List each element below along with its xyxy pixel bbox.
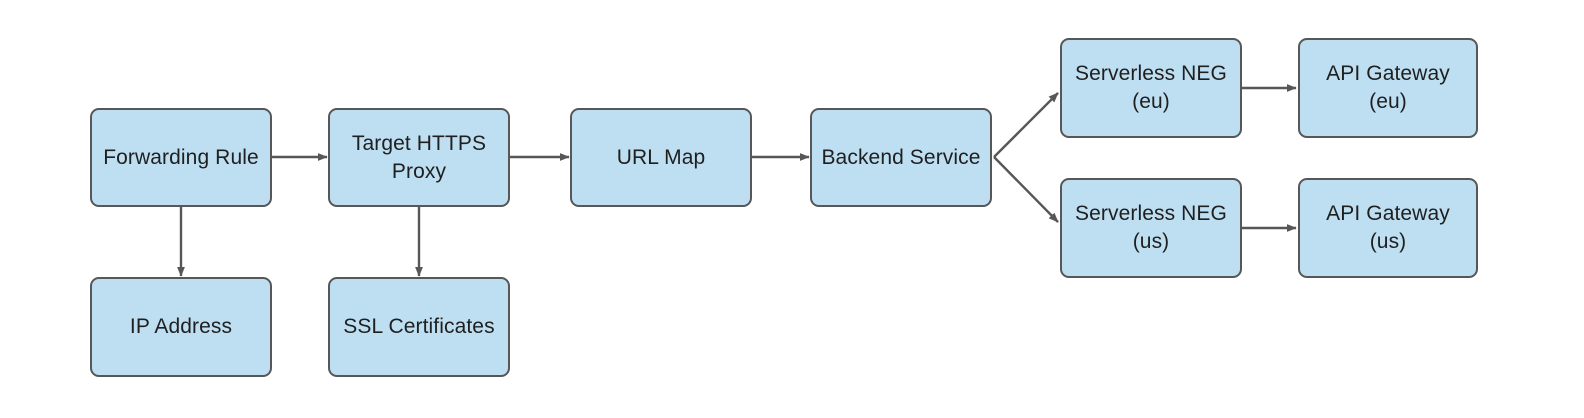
node-forwarding-rule[interactable]: Forwarding Rule xyxy=(90,108,272,207)
node-label: IP Address xyxy=(129,315,233,339)
node-label: Target HTTPS Proxy xyxy=(351,131,487,183)
node-target-https-proxy[interactable]: Target HTTPS Proxy xyxy=(328,108,510,207)
node-backend-service[interactable]: Backend Service xyxy=(810,108,992,207)
node-label: API Gateway (us) xyxy=(1326,202,1450,253)
node-label: Serverless NEG (us) xyxy=(1075,202,1227,253)
node-label: SSL Certificates xyxy=(343,315,495,339)
node-label: API Gateway (eu) xyxy=(1326,62,1450,113)
node-serverless-neg-us[interactable]: Serverless NEG (us) xyxy=(1060,178,1242,278)
edge-backend-service-to-serverless-neg-eu xyxy=(993,92,1059,158)
node-label: Serverless NEG (eu) xyxy=(1075,62,1227,113)
node-api-gateway-us[interactable]: API Gateway (us) xyxy=(1298,178,1478,278)
node-serverless-neg-eu[interactable]: Serverless NEG (eu) xyxy=(1060,38,1242,138)
node-label: URL Map xyxy=(616,145,706,169)
node-ip-address[interactable]: IP Address xyxy=(90,277,272,377)
node-url-map[interactable]: URL Map xyxy=(570,108,752,207)
node-label: Backend Service xyxy=(821,145,981,169)
node-api-gateway-eu[interactable]: API Gateway (eu) xyxy=(1298,38,1478,138)
node-label: Forwarding Rule xyxy=(103,145,259,169)
node-ssl-certificates[interactable]: SSL Certificates xyxy=(328,277,510,377)
edge-backend-service-to-serverless-neg-us xyxy=(993,156,1059,223)
